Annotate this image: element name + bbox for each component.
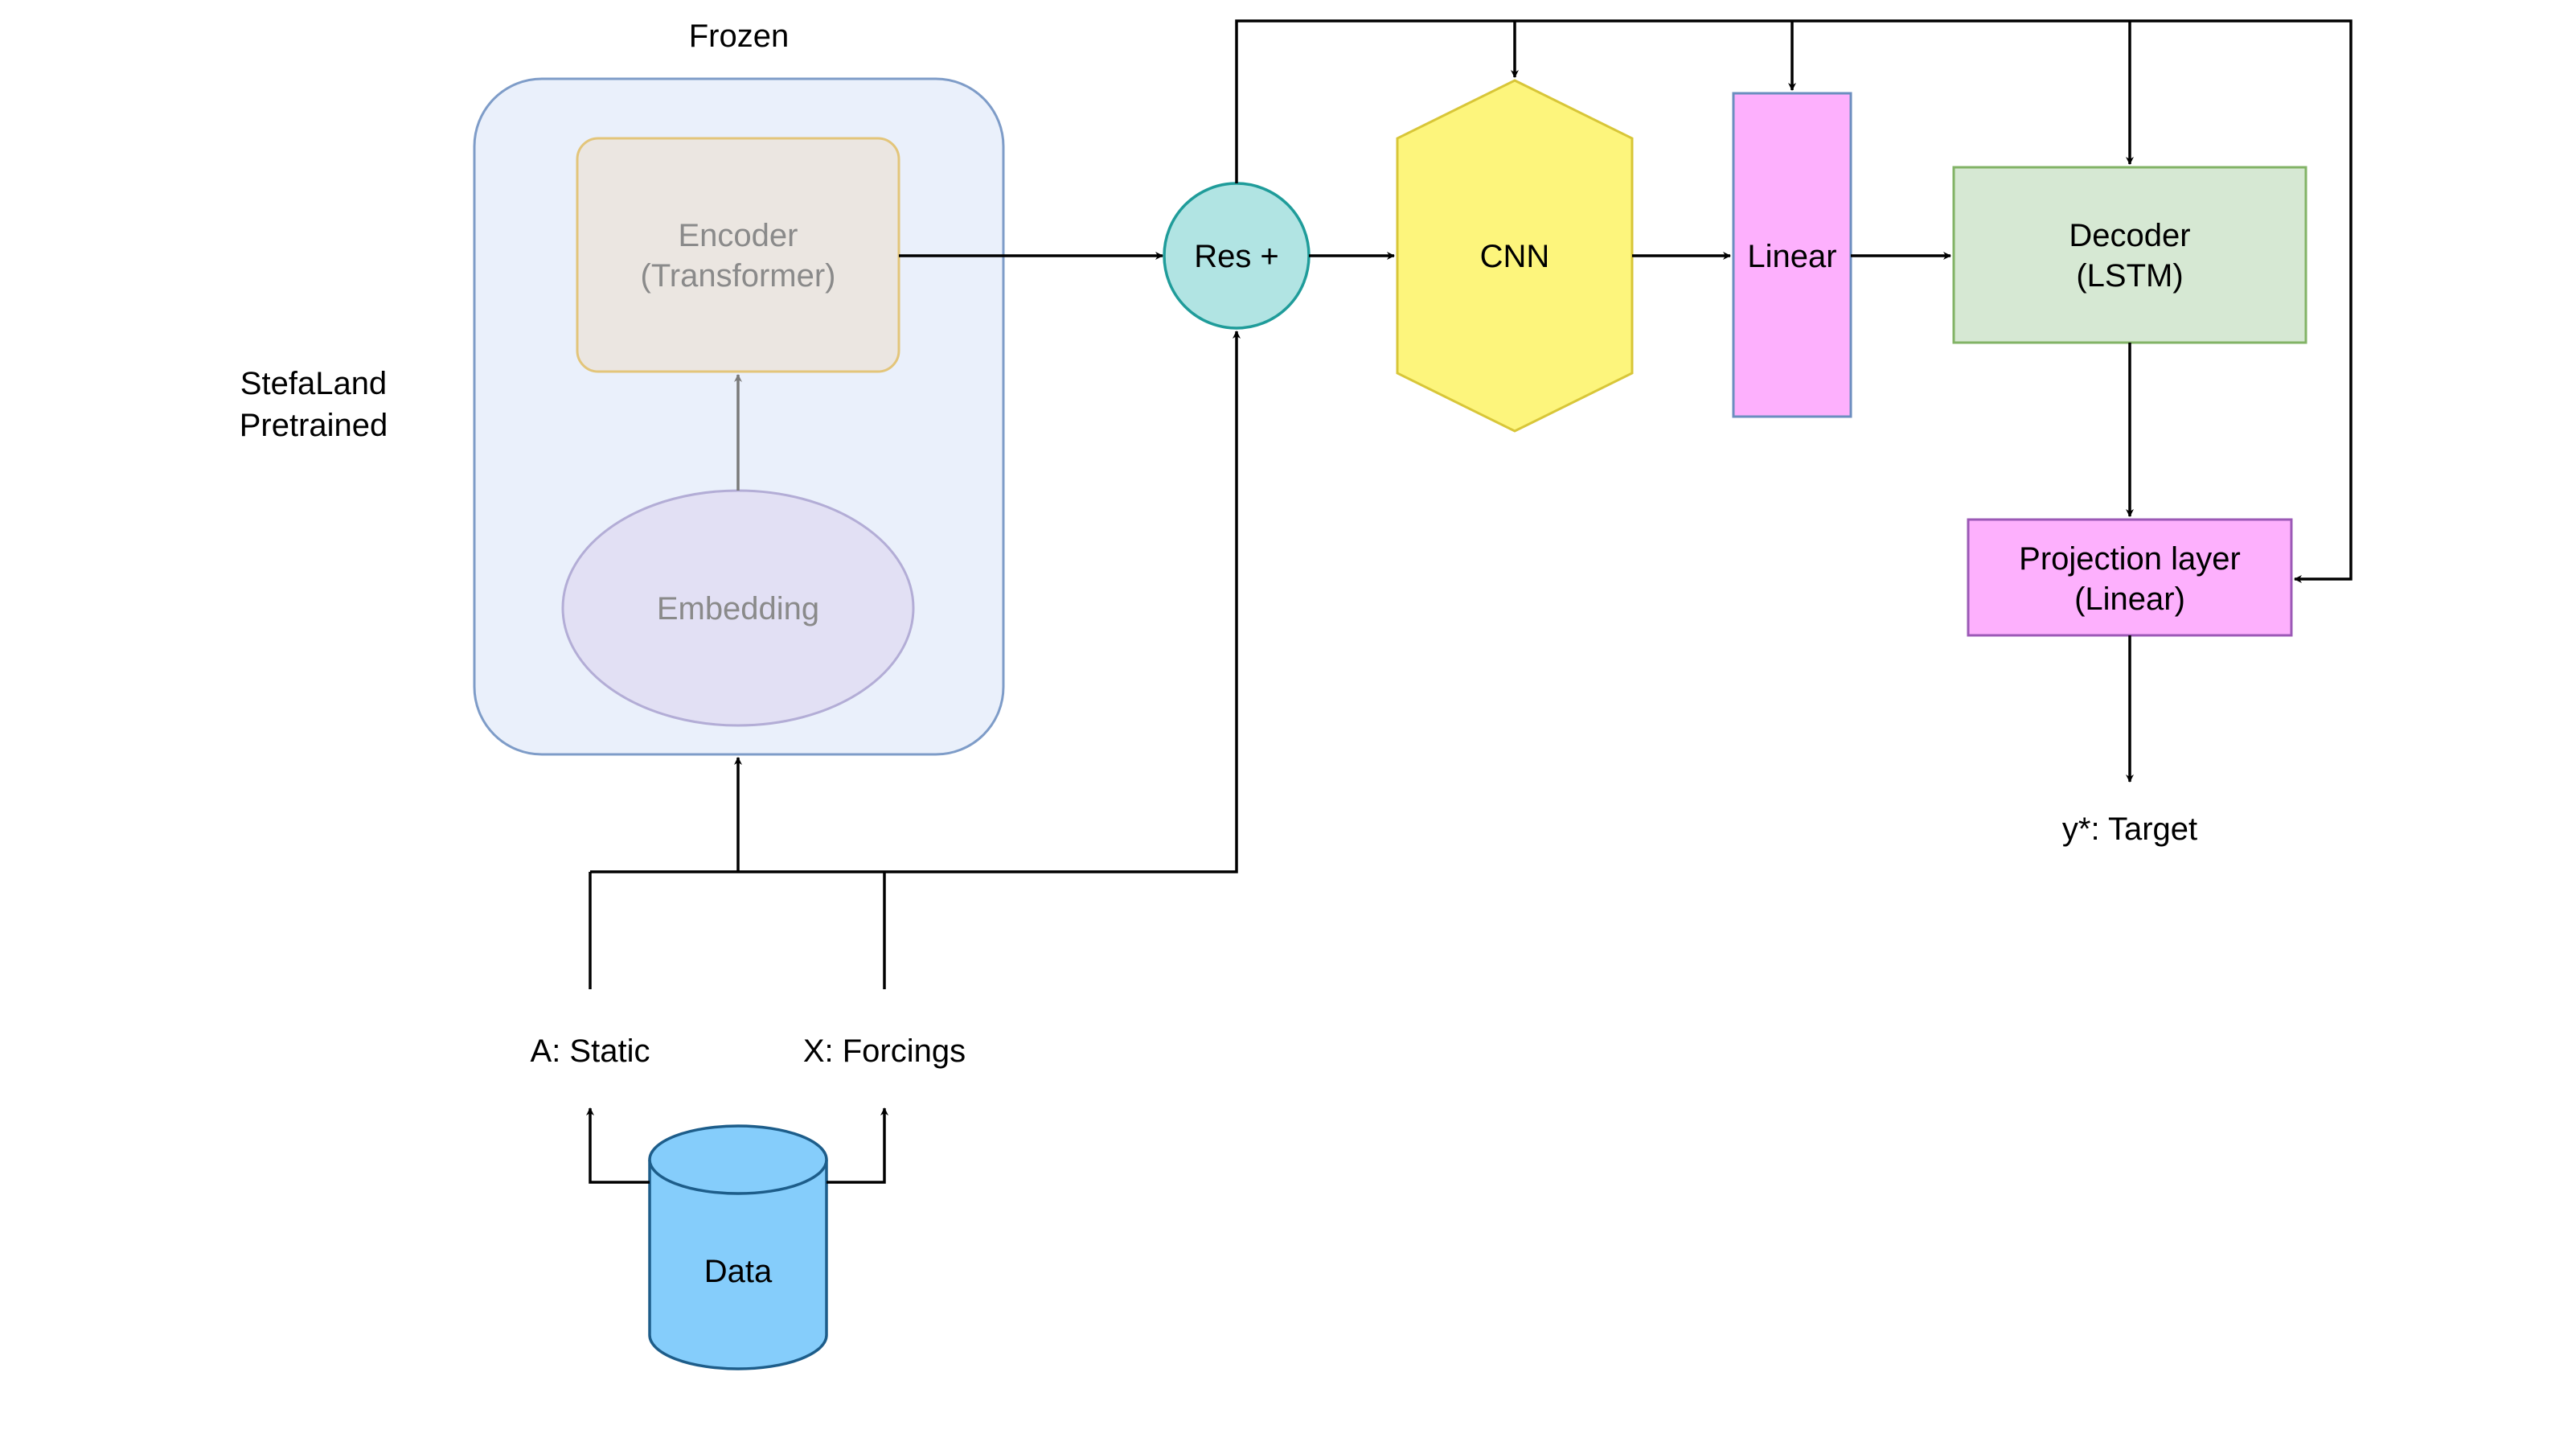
projection-node [1967,518,2293,637]
projection-label-line2: (Linear) [2074,581,2185,617]
stefaland-label-line1: StefaLand [240,366,387,401]
edge-inputs-to-res [884,331,1241,873]
decoder-node [1952,166,2307,344]
forcings-label: X: Forcings [803,1033,966,1069]
data-label: Data [704,1254,773,1289]
encoder-label-line2: (Transformer) [641,258,836,294]
target-label: y*: Target [2062,811,2197,847]
embedding-label: Embedding [657,591,819,627]
linear-node [1732,92,1852,418]
edge-data-to-forcings [827,1107,888,1184]
static-label: A: Static [531,1033,650,1069]
cnn-node [1396,79,1634,433]
decoder-label-line1: Decoder [2069,218,2190,253]
linear-label: Linear [1747,239,1836,274]
decoder-label-line2: (LSTM) [2076,258,2183,294]
data-cylinder [648,1124,828,1370]
cnn-label: CNN [1480,239,1550,274]
encoder-label-line1: Encoder [679,218,798,253]
encoder-node [576,137,900,373]
edge-data-to-static [586,1107,650,1184]
stefaland-label-line2: Pretrained [240,408,388,443]
projection-label-line1: Projection layer [2019,541,2241,577]
frozen-label: Frozen [689,18,790,54]
edge-residual-bus [1235,19,2352,583]
res-label: Res + [1194,239,1279,274]
